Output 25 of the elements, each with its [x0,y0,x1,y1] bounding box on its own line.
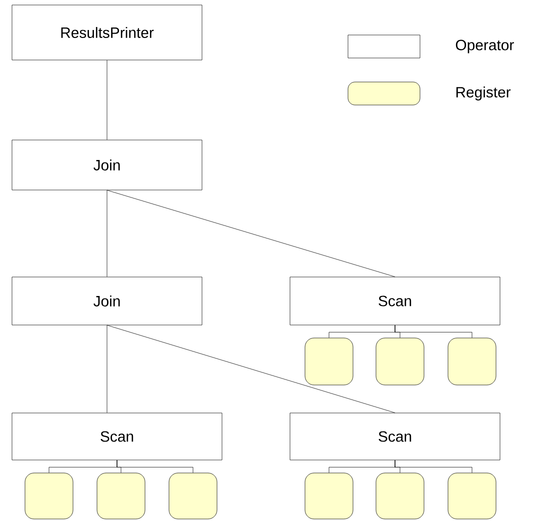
register-box [168,472,218,520]
connector-line [106,60,108,140]
operator-box: Scan [290,276,500,326]
connector-line [394,325,472,338]
operator-box: ResultsPrinter [12,4,202,60]
register-box [24,472,74,520]
operator-box: Scan [290,412,500,460]
connector-line [106,325,396,413]
operator-box: Join [12,276,202,326]
operator-box: Join [12,140,202,190]
register-box [304,338,354,386]
register-box [96,472,146,520]
register-box [376,338,424,386]
connector-line [106,190,108,277]
legend-label: Register [456,86,511,100]
connector-line [394,460,472,473]
connector-line [106,190,396,277]
connector-line [106,325,108,413]
register-box [448,472,496,520]
legend-label: Operator [456,40,514,54]
register-box [448,338,496,386]
connector-line [116,460,194,473]
register-box [304,472,354,520]
operator-box: Scan [12,412,222,460]
register-box [376,472,424,520]
